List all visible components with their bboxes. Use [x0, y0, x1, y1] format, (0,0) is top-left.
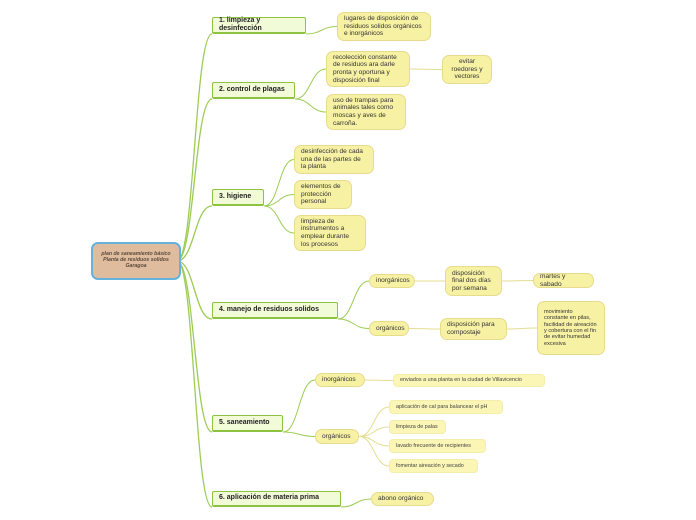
- child-link: [358, 436, 390, 467]
- child-link: [409, 68, 443, 70]
- child-link: [305, 26, 338, 35]
- child-link: [294, 68, 327, 100]
- child-link: [506, 327, 538, 330]
- root-branch-link: [176, 33, 213, 262]
- child-link: [501, 280, 534, 282]
- child-link: [358, 406, 390, 437]
- leaf-limpieza-palas[interactable]: limpieza de palas: [389, 420, 446, 434]
- child-link: [337, 318, 370, 329]
- topic-disposicion-final[interactable]: disposición final dos días por semana: [445, 266, 502, 296]
- child-link: [340, 498, 372, 508]
- topic-elementos-proteccion[interactable]: elementos de protección personal: [294, 180, 352, 209]
- branch-saneamiento[interactable]: 5. saneamiento: [212, 415, 283, 432]
- topic-abono-organico[interactable]: abono orgánico: [371, 492, 434, 506]
- topic-disposicion-compostaje[interactable]: disposición para compostaje: [440, 318, 507, 340]
- topic-limpieza-instrumentos[interactable]: limpieza de instrumentos a emplear duran…: [294, 215, 366, 251]
- child-link: [263, 205, 295, 234]
- leaf-enviados-villavicencio[interactable]: enviados a una planta en la ciudad de Vi…: [393, 374, 545, 387]
- topic-movimiento-pilas[interactable]: movimiento constante en pilas, facilidad…: [537, 301, 605, 355]
- topic-recoleccion-constante[interactable]: recolección constante de residuos ara da…: [326, 51, 410, 87]
- root-branch-link: [176, 205, 213, 262]
- topic-evitar-roedores[interactable]: evitar roedores y vectores: [442, 55, 492, 84]
- topic-inorganicos-saneamiento[interactable]: inorgánicos: [315, 373, 365, 387]
- root-branch-link: [176, 260, 213, 320]
- child-link: [358, 426, 390, 437]
- child-link: [282, 431, 316, 437]
- branch-control-plagas[interactable]: 2. control de plagas: [212, 82, 295, 99]
- root-branch-link: [176, 260, 213, 508]
- leaf-aplicacion-cal[interactable]: aplicación de cal para balancear el pH: [389, 400, 503, 414]
- topic-uso-trampas[interactable]: uso de trampas para animales tales como …: [326, 94, 406, 130]
- child-link: [364, 379, 394, 381]
- child-link: [263, 159, 295, 207]
- topic-inorganicos[interactable]: inorgánicos: [369, 274, 415, 288]
- branch-aplicacion-materia-prima[interactable]: 6. aplicación de materia prima: [212, 491, 341, 507]
- child-link: [294, 98, 327, 113]
- topic-organicos[interactable]: orgánicos: [369, 321, 409, 336]
- topic-lugares-disposicion[interactable]: lugares de disposición de residuos solid…: [337, 12, 431, 41]
- branch-limpieza-desinfeccion[interactable]: 1. limpieza y desinfección: [212, 17, 306, 34]
- central-topic[interactable]: plan de saneamiento básico Planta de res…: [91, 242, 181, 280]
- leaf-fomentar-aireacion[interactable]: fomentar aireación y secado: [389, 459, 478, 473]
- topic-desinfeccion-partes[interactable]: desinfección de cada una de las partes d…: [294, 145, 374, 174]
- topic-martes-sabado[interactable]: martes y sabado: [533, 273, 594, 288]
- branch-manejo-residuos[interactable]: 4. manejo de residuos solidos: [212, 302, 338, 319]
- branch-higiene[interactable]: 3. higiene: [212, 189, 264, 206]
- topic-organicos-saneamiento[interactable]: orgánicos: [315, 429, 359, 444]
- child-link: [337, 280, 370, 320]
- root-branch-link: [176, 98, 213, 262]
- child-link: [282, 379, 316, 433]
- child-link: [263, 194, 295, 207]
- root-branch-link: [176, 260, 213, 433]
- child-link: [408, 328, 441, 330]
- leaf-lavado-recipientes[interactable]: lavado frecuente de recipientes: [389, 439, 486, 453]
